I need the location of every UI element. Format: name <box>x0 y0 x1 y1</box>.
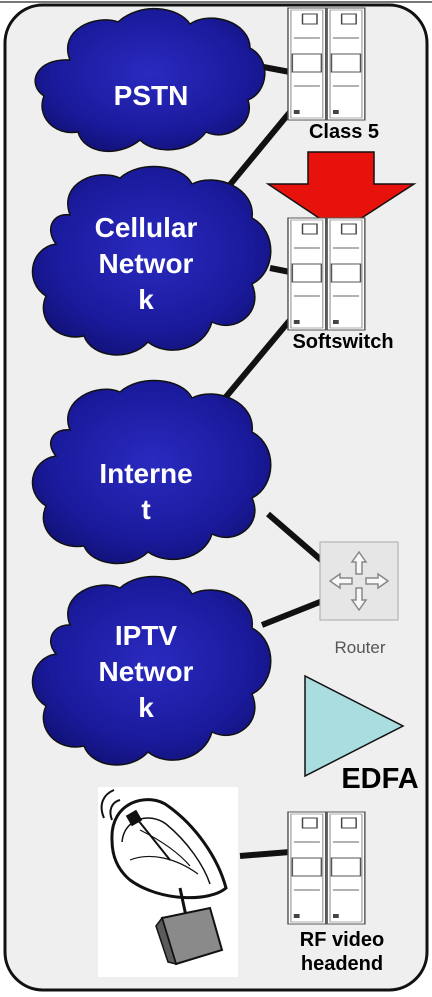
cloud-label-cellular: Cellular Networ k <box>56 210 236 318</box>
cloud-cellular <box>31 165 272 356</box>
upgrade-arrow <box>265 151 417 233</box>
link-internet-softswitch <box>212 318 293 412</box>
rf-headend-rack <box>287 811 366 925</box>
cloud-label-line: Networ <box>98 248 194 279</box>
rf-headend-label-line: RF video <box>299 929 385 951</box>
class5-switch <box>287 7 366 121</box>
softswitch-label: Softswitch <box>292 331 394 353</box>
edfa-amplifier <box>304 674 405 778</box>
router-icon <box>319 541 399 621</box>
cloud-label-line: t <box>141 494 151 525</box>
cloud-label-line: k <box>138 692 154 723</box>
cloud-label-line: Cellular <box>94 212 198 243</box>
cloud-label-line: k <box>138 284 154 315</box>
class5-label: Class 5 <box>308 121 380 143</box>
cloud-label-line: IPTV <box>114 620 178 651</box>
rf-headend-label: RF video headend <box>272 928 412 976</box>
router-label: Router <box>334 638 386 657</box>
cloud-label-pstn: PSTN <box>66 78 236 114</box>
satellite-dish-icon <box>98 787 238 977</box>
cloud-label-iptv: IPTV Networ k <box>56 618 236 726</box>
link-cellular-softswitch <box>269 265 291 275</box>
cloud-internet <box>31 379 272 565</box>
softswitch <box>287 217 366 331</box>
cloud-label-line: PSTN <box>113 80 189 111</box>
link-dish-rf <box>239 849 291 859</box>
cloud-label-internet: Interne t <box>56 456 236 528</box>
edfa-label: EDFA <box>341 763 419 795</box>
cloud-pstn <box>34 8 266 153</box>
cloud-iptv <box>31 575 272 766</box>
cloud-label-line: Interne <box>99 458 193 489</box>
rf-headend-label-line: headend <box>300 953 384 975</box>
cloud-label-line: Networ <box>98 656 194 687</box>
